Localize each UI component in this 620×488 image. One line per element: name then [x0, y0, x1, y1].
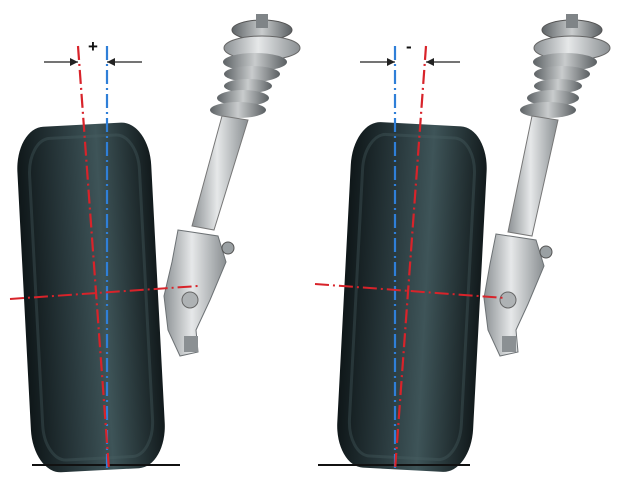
axle-line	[314, 283, 506, 299]
tire-icon	[17, 122, 165, 473]
axle-line	[9, 285, 199, 300]
strut-icon	[163, 14, 301, 357]
wheel-center-line	[76, 45, 111, 471]
spring-icon	[520, 53, 597, 118]
strut-icon	[483, 14, 611, 357]
panel-positive-camber: +	[9, 14, 301, 473]
knuckle-icon	[483, 233, 553, 357]
camber-dimension	[44, 58, 142, 66]
knuckle-icon	[163, 229, 235, 357]
spring-icon	[210, 53, 287, 118]
camber-sign-negative: -	[406, 37, 412, 56]
panel-negative-camber: -	[314, 14, 611, 472]
camber-dimension	[360, 58, 460, 66]
camber-sign-positive: +	[88, 37, 98, 56]
wheel-center-line	[393, 45, 428, 471]
tire-icon	[337, 122, 487, 472]
